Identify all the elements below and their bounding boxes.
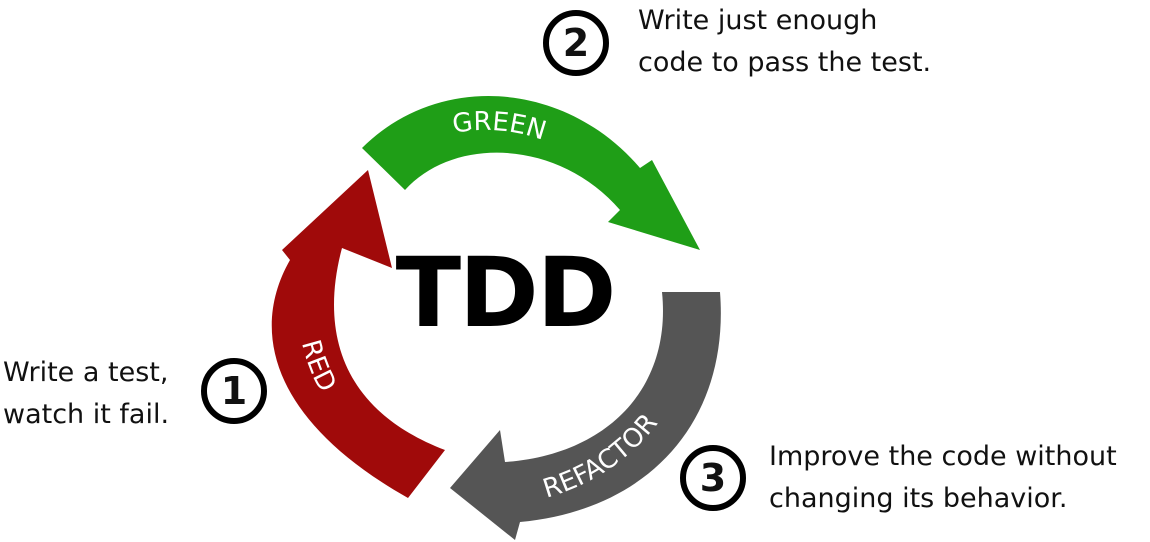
step-2-line-1: Write just enough	[638, 5, 878, 36]
step-1-number-badge: 1	[201, 358, 267, 424]
step-3-line-1: Improve the code without	[769, 441, 1117, 472]
step-2-number: 2	[562, 21, 590, 65]
step-2-description: Write just enough code to pass the test.	[638, 0, 931, 84]
step-1-line-1: Write a test,	[3, 357, 169, 388]
refactor-arrow	[450, 292, 721, 540]
step-2-line-2: code to pass the test.	[638, 47, 932, 78]
step-3-line-2: changing its behavior.	[769, 483, 1068, 514]
step-2-number-badge: 2	[543, 10, 609, 76]
step-1-description: Write a test, watch it fail.	[3, 352, 169, 436]
step-3-number-badge: 3	[680, 445, 746, 511]
green-arrow	[362, 96, 700, 250]
step-3-number: 3	[699, 456, 727, 500]
red-arrow	[271, 170, 445, 498]
diagram-title: TDD	[395, 237, 617, 349]
step-3-description: Improve the code without changing its be…	[769, 436, 1117, 520]
step-1-number: 1	[220, 369, 248, 413]
step-1-line-2: watch it fail.	[3, 399, 170, 430]
